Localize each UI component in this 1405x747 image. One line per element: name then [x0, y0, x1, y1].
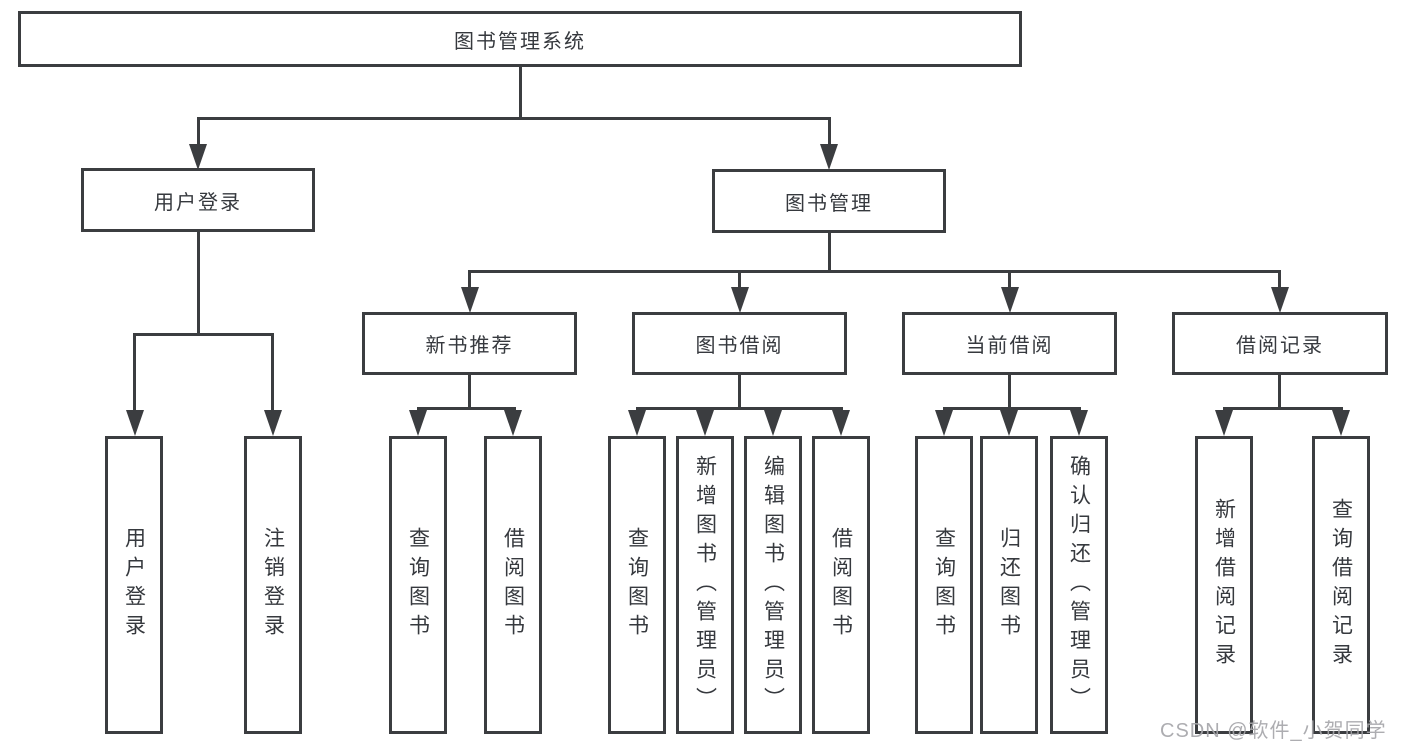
node-label: 新增图书（管理员） — [693, 454, 717, 716]
connector-stub — [828, 117, 831, 146]
node-query-borrow-record: 查询借阅记录 — [1312, 436, 1370, 734]
node-confirm-return-admin: 确认归还（管理员） — [1050, 436, 1108, 734]
node-label: 用户登录 — [154, 191, 242, 214]
node-logout: 注销登录 — [244, 436, 302, 734]
node-add-borrow-record: 新增借阅记录 — [1195, 436, 1253, 734]
node-label: 当前借阅 — [965, 335, 1054, 357]
connector-stub — [271, 333, 274, 410]
node-label: 查询图书 — [932, 527, 956, 643]
node-root: 图书管理系统 — [18, 11, 1022, 67]
connector-stub — [197, 117, 200, 146]
node-label: 图书管理 — [785, 192, 873, 215]
node-book-mgmt: 图书管理 — [712, 169, 946, 233]
arrow-down-icon — [409, 410, 427, 436]
node-query-books-current: 查询图书 — [915, 436, 973, 734]
node-borrow-books-rec: 借阅图书 — [484, 436, 542, 734]
node-label: 借阅记录 — [1236, 335, 1324, 357]
node-label: 图书管理系统 — [454, 30, 586, 53]
node-query-books-borrow: 查询图书 — [608, 436, 666, 734]
node-label: 编辑图书（管理员） — [761, 454, 785, 716]
connector-borrow-records-vertical — [1278, 375, 1281, 409]
connector-borrow-records-horizontal — [1223, 407, 1343, 410]
watermark: CSDN @软件_小贺同学 — [1160, 720, 1387, 742]
node-user-login: 用户登录 — [81, 168, 315, 232]
connector-current-borrow-horizontal — [943, 407, 1081, 410]
node-label: 借阅图书 — [829, 527, 853, 643]
node-label: 查询图书 — [406, 527, 430, 643]
node-label: 新书推荐 — [425, 335, 514, 357]
connector-book-borrow-vertical — [738, 375, 741, 409]
connector-stub — [1008, 270, 1011, 288]
node-query-books-rec: 查询图书 — [389, 436, 447, 734]
arrow-down-icon — [731, 287, 749, 313]
connector-stub — [468, 270, 471, 288]
connector-current-borrow-vertical — [1008, 375, 1011, 409]
arrow-down-icon — [126, 410, 144, 436]
arrow-down-icon — [628, 410, 646, 436]
node-borrow-records: 借阅记录 — [1172, 312, 1388, 375]
arrow-down-icon — [1001, 287, 1019, 313]
arrow-down-icon — [1070, 410, 1088, 436]
connector-new-book-rec-vertical — [468, 375, 471, 409]
node-label: 用户登录 — [122, 527, 146, 643]
arrow-down-icon — [764, 410, 782, 436]
connector-stub — [1278, 270, 1281, 288]
connector-user-login-horizontal — [133, 333, 274, 336]
arrow-down-icon — [504, 410, 522, 436]
node-current-borrow: 当前借阅 — [902, 312, 1117, 375]
node-return-books: 归还图书 — [980, 436, 1038, 734]
node-borrow-books-leaf: 借阅图书 — [812, 436, 870, 734]
connector-new-book-rec-horizontal — [417, 407, 516, 410]
node-add-books-admin: 新增图书（管理员） — [676, 436, 734, 734]
connector-stub — [133, 333, 136, 410]
node-label: 确认归还（管理员） — [1067, 454, 1091, 716]
connector-book-mgmt-horizontal — [468, 270, 1281, 273]
node-label: 新增借阅记录 — [1212, 498, 1236, 672]
node-label: 借阅图书 — [501, 527, 525, 643]
node-label: 查询借阅记录 — [1329, 498, 1353, 672]
node-edit-books-admin: 编辑图书（管理员） — [744, 436, 802, 734]
arrow-down-icon — [1000, 410, 1018, 436]
arrow-down-icon — [935, 410, 953, 436]
connector-user-login-vertical — [197, 232, 200, 336]
arrow-down-icon — [189, 144, 207, 170]
connector-book-mgmt-vertical — [828, 233, 831, 272]
arrow-down-icon — [264, 410, 282, 436]
arrow-down-icon — [696, 410, 714, 436]
connector-root-vertical — [519, 67, 522, 118]
node-label: 归还图书 — [997, 527, 1021, 643]
connector-book-borrow-horizontal — [636, 407, 843, 410]
arrow-down-icon — [1332, 410, 1350, 436]
arrow-down-icon — [1215, 410, 1233, 436]
connector-root-horizontal — [197, 117, 831, 120]
arrow-down-icon — [461, 287, 479, 313]
node-label: 图书借阅 — [695, 335, 784, 357]
arrow-down-icon — [1271, 287, 1289, 313]
node-user-login-leaf: 用户登录 — [105, 436, 163, 734]
node-new-book-rec: 新书推荐 — [362, 312, 577, 375]
arrow-down-icon — [832, 410, 850, 436]
node-book-borrow: 图书借阅 — [632, 312, 847, 375]
connector-stub — [738, 270, 741, 288]
node-label: 查询图书 — [625, 527, 649, 643]
arrow-down-icon — [820, 144, 838, 170]
node-label: 注销登录 — [261, 527, 285, 643]
